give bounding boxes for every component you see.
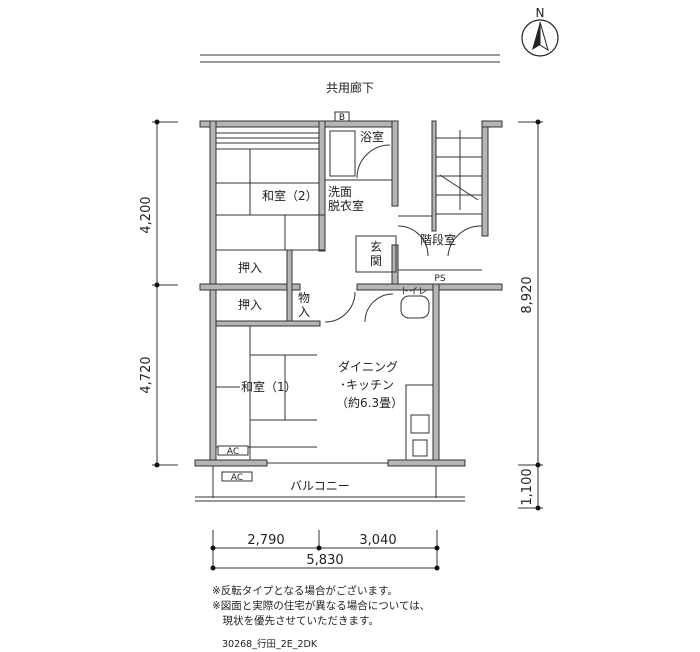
room-washitsu-2-label: 和室（2） — [262, 188, 318, 203]
note-line: ※反転タイプとなる場合がございます。 — [212, 585, 398, 597]
note-line: 現状を優先させていただきます。 — [212, 615, 379, 627]
north-compass-icon: N — [521, 6, 559, 57]
corridor-label: 共用廊下 — [326, 80, 374, 95]
room-oshiire-upper-label: 押入 — [238, 261, 262, 275]
ac-inner-label: AC — [227, 447, 239, 457]
boiler-label: B — [339, 113, 345, 123]
dimension-lines — [152, 121, 543, 570]
dim-bottom-right: 3,040 — [359, 533, 396, 548]
interior-lines — [195, 111, 483, 502]
dim-right-main: 8,920 — [520, 276, 535, 313]
dimension-dots — [154, 119, 541, 571]
room-dk-label-3: （約6.3畳） — [336, 395, 403, 410]
room-washitsu-1-label: 和室（1） — [241, 379, 297, 394]
notes: ※反転タイプとなる場合がございます。 ※図面と実際の住宅が異なる場合については、… — [212, 584, 430, 629]
room-monoire-label-2: 入 — [298, 305, 310, 319]
balcony-label: バルコニー — [290, 479, 350, 493]
dim-right-balcony: 1,100 — [520, 468, 535, 505]
room-oshiire-lower-label: 押入 — [238, 298, 262, 312]
ps-label: PS — [434, 274, 445, 284]
room-monoire-label-1: 物 — [298, 291, 310, 305]
dim-bottom-total: 5,830 — [306, 553, 343, 568]
room-stairs-label: 階段室 — [420, 232, 456, 247]
dim-left-upper: 4,200 — [139, 196, 154, 233]
plan-id: 30268_行田_2E_2DK — [222, 639, 318, 650]
dim-left-lower: 4,720 — [139, 356, 154, 393]
room-datsuishitsu-label: 脱衣室 — [328, 198, 364, 213]
note-line: ※図面と実際の住宅が異なる場合については、 — [212, 600, 431, 612]
compass-label: N — [536, 6, 545, 20]
walls — [194, 120, 503, 467]
dim-bottom-left: 2,790 — [247, 533, 284, 548]
room-bath-label: 浴室 — [360, 129, 384, 144]
room-toilet-label: トイレ — [400, 287, 427, 297]
room-genkan-label-1: 玄 — [370, 239, 382, 254]
room-dk-label-1: ダイニング — [338, 359, 398, 374]
room-dk-label-2: ･キッチン — [340, 378, 394, 392]
room-senmen-label: 洗面 — [328, 185, 352, 199]
room-genkan-label-2: 関 — [370, 254, 382, 268]
ac-outer-label: AC — [231, 473, 243, 483]
